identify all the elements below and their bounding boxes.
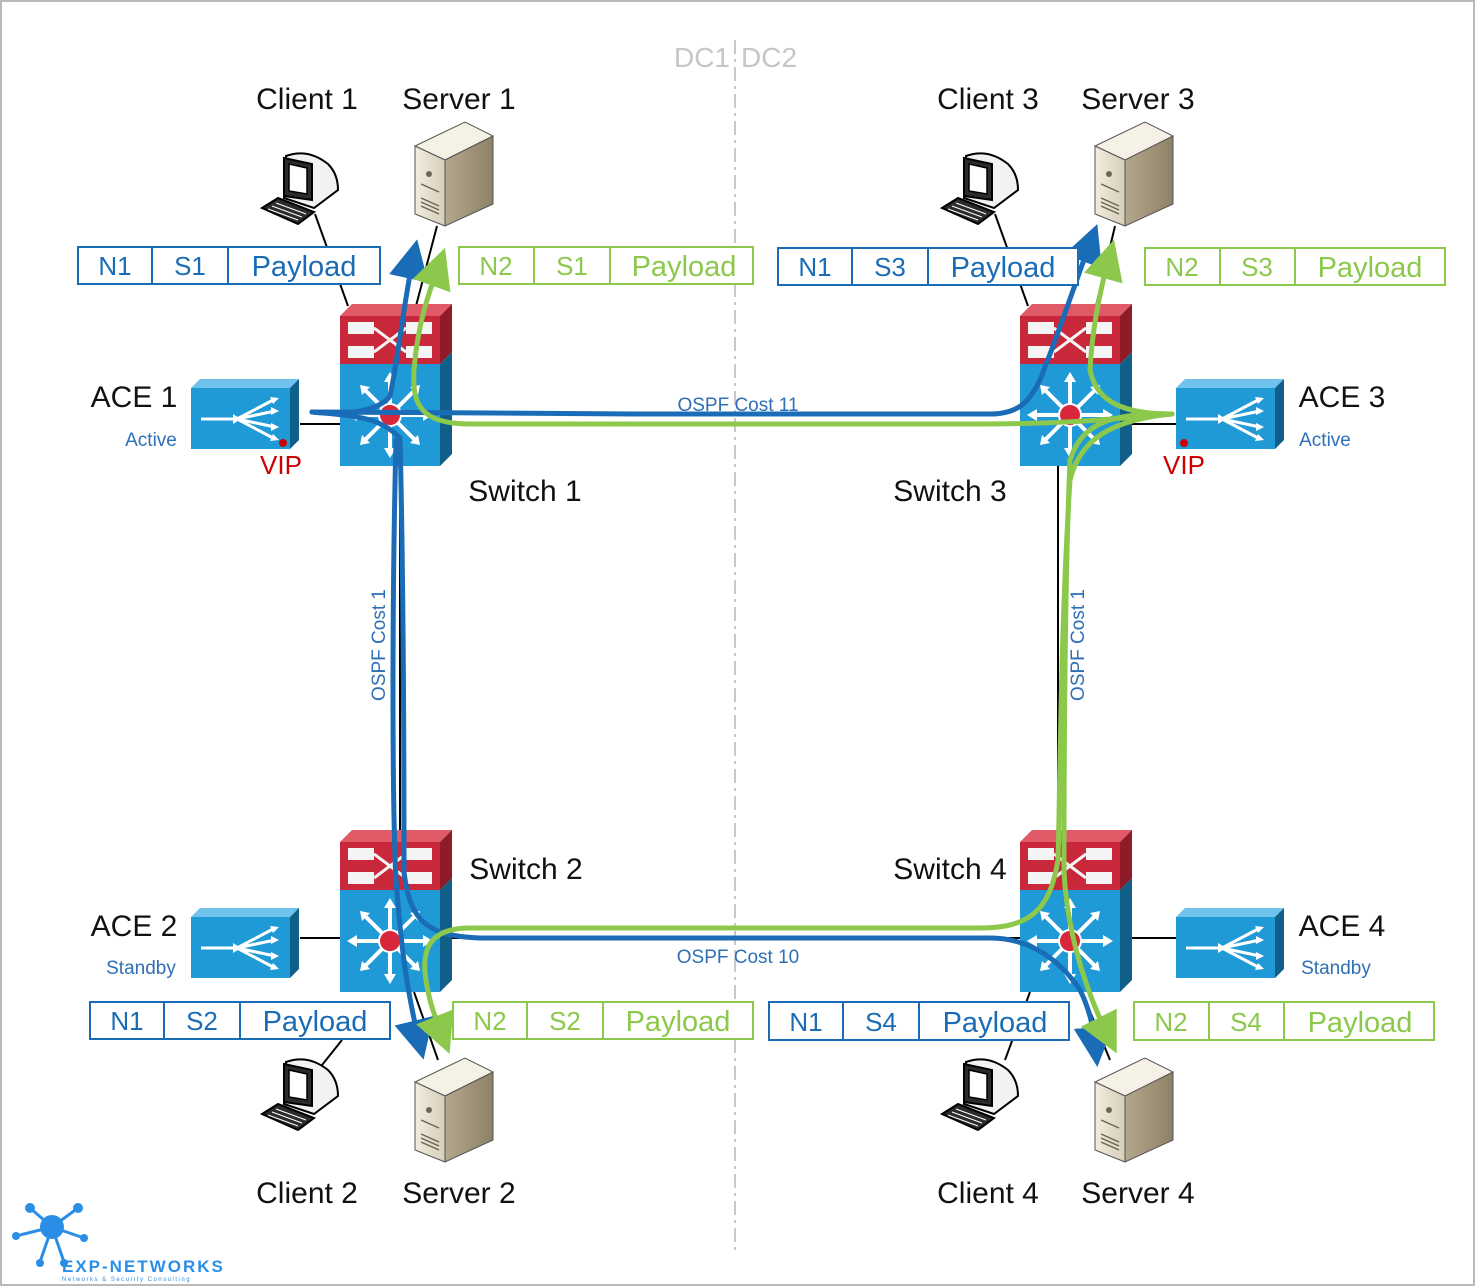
server-2-icon <box>414 1057 494 1163</box>
dc1-label: DC1 <box>674 42 730 73</box>
client-1-icon <box>261 152 339 225</box>
client-2-label: Client 2 <box>256 1177 358 1210</box>
packet-field-payload: Payload <box>943 1007 1048 1039</box>
server-1-icon <box>414 121 494 227</box>
packet-field-payload: Payload <box>252 251 357 283</box>
client-3-label: Client 3 <box>937 83 1039 116</box>
logo-name: EXP-NETWORKS <box>62 1257 225 1276</box>
packet-field-payload: Payload <box>951 252 1056 284</box>
ace-1-vip: VIP <box>260 450 302 480</box>
ace-3-vip: VIP <box>1163 450 1205 480</box>
ace-1-label: ACE 1 <box>91 381 178 414</box>
packet-field-payload: Payload <box>632 251 737 283</box>
green-traffic-flows <box>411 239 1175 1054</box>
packet-field-s: S2 <box>186 1006 218 1036</box>
ace-2-label: ACE 2 <box>91 910 178 943</box>
packet-field-payload: Payload <box>1318 252 1423 284</box>
packet-n1-s1: N1 S1 Payload <box>77 246 381 285</box>
packet-field-n: N1 <box>789 1007 822 1037</box>
packet-field-payload: Payload <box>263 1006 368 1038</box>
link-top-cost: OSPF Cost 11 <box>677 395 798 416</box>
ace-2-state: Standby <box>106 958 176 979</box>
switch-2-label: Switch 2 <box>469 853 582 886</box>
client-4-label: Client 4 <box>937 1177 1039 1210</box>
packet-field-n: N2 <box>1154 1007 1187 1037</box>
server-4-icon <box>1094 1057 1174 1163</box>
packet-field-s: S3 <box>1241 252 1273 282</box>
packet-n2-s2: N2 S2 Payload <box>452 1001 754 1040</box>
server-2-label: Server 2 <box>402 1177 515 1210</box>
switch-4-label: Switch 4 <box>893 853 1006 886</box>
switch-1-label: Switch 1 <box>468 475 581 508</box>
server-3-icon <box>1094 121 1174 227</box>
exp-networks-logo: EXP-NETWORKS Networks & Security Consult… <box>12 1203 225 1283</box>
packet-field-s: S3 <box>874 252 906 282</box>
ace-4-icon <box>1174 906 1286 980</box>
link-bottom-cost: OSPF Cost 10 <box>677 947 800 968</box>
packet-n2-s4: N2 S4 Payload <box>1133 1001 1435 1041</box>
packet-field-n: N2 <box>1165 252 1198 282</box>
ace-1-state: Active <box>125 430 177 451</box>
packet-n2-s1: N2 S1 Payload <box>458 246 754 285</box>
ace-3-state: Active <box>1299 430 1351 451</box>
packet-field-payload: Payload <box>1308 1007 1413 1039</box>
client-1-label: Client 1 <box>256 83 358 116</box>
packet-field-n: N2 <box>473 1006 506 1036</box>
packet-field-n: N1 <box>798 252 831 282</box>
link-right-cost: OSPF Cost 1 <box>1068 589 1089 701</box>
packet-field-s: S1 <box>174 251 206 281</box>
ace-2-icon <box>189 906 301 980</box>
vip-3-dot <box>1180 439 1188 447</box>
packet-n1-s4: N1 S4 Payload <box>768 1001 1070 1041</box>
blue-traffic-flows <box>309 223 1114 1067</box>
ace-3-icon <box>1174 377 1286 451</box>
packet-n2-s3: N2 S3 Payload <box>1144 247 1446 286</box>
ace-4-label: ACE 4 <box>1299 910 1386 943</box>
ace-4-state: Standby <box>1301 958 1371 979</box>
packet-n1-s2: N1 S2 Payload <box>89 1001 391 1040</box>
dc2-label: DC2 <box>741 42 797 73</box>
switch-3-label: Switch 3 <box>893 475 1006 508</box>
client-3-icon <box>941 152 1019 225</box>
server-4-label: Server 4 <box>1081 1177 1194 1210</box>
packet-field-s: S4 <box>1230 1007 1262 1037</box>
logo-tagline: Networks & Security Consulting <box>62 1277 191 1283</box>
packet-field-n: N2 <box>479 251 512 281</box>
client-2-icon <box>261 1058 339 1131</box>
packet-field-n: N1 <box>110 1006 143 1036</box>
packet-field-s: S1 <box>556 251 588 281</box>
server-1-label: Server 1 <box>402 83 515 116</box>
packet-field-s: S4 <box>865 1007 897 1037</box>
link-left-cost: OSPF Cost 1 <box>369 589 390 701</box>
vip-1-dot <box>279 439 287 447</box>
packet-field-payload: Payload <box>626 1006 731 1038</box>
packet-field-s: S2 <box>549 1006 581 1036</box>
server-3-label: Server 3 <box>1081 83 1194 116</box>
packet-field-n: N1 <box>98 251 131 281</box>
client-4-icon <box>941 1058 1019 1131</box>
packet-n1-s3: N1 S3 Payload <box>777 247 1079 286</box>
ace-3-label: ACE 3 <box>1299 381 1386 414</box>
ace-1-icon <box>189 377 301 451</box>
